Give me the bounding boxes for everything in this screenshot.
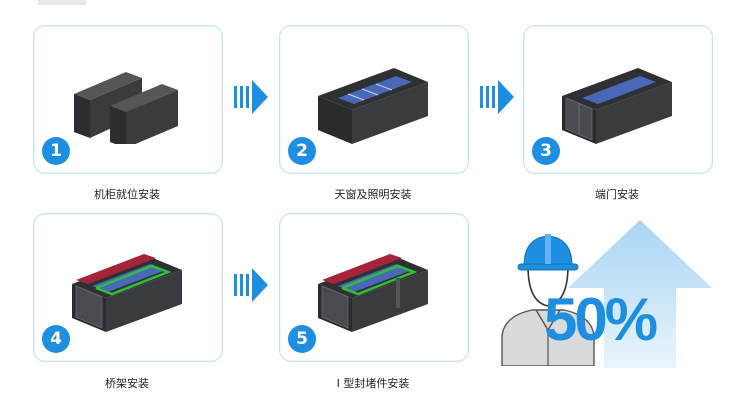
step-card-1: 1 <box>33 25 223 174</box>
step-label: 桥架安装 <box>105 377 149 390</box>
step-card-3: 3 <box>523 25 713 174</box>
cropped-heading <box>38 0 86 5</box>
chevron-arrow-icon <box>234 80 268 114</box>
cabinet-illustration <box>318 68 428 144</box>
step-label: 天窗及照明安装 <box>334 188 412 201</box>
cabinet-illustration <box>562 68 672 144</box>
up-arrow-icon <box>568 220 712 368</box>
chevron-arrow-icon <box>480 80 514 114</box>
cabinet-illustration <box>72 254 182 332</box>
chevron-arrow-icon <box>234 268 268 302</box>
step-card-2: 2 <box>279 25 469 174</box>
step-label: I 型封堵件安装 <box>336 377 410 390</box>
step-label: 机柜就位安装 <box>94 188 160 201</box>
step-number-badge: 5 <box>288 325 316 353</box>
step-card-5: 5 <box>279 213 469 362</box>
step-number-badge: 2 <box>288 137 316 165</box>
step-label: 端门安装 <box>595 188 639 201</box>
cabinet-illustration <box>318 254 428 332</box>
cabinet-illustration <box>74 72 178 144</box>
efficiency-value: 50% <box>544 286 658 353</box>
step-number-badge: 3 <box>532 137 560 165</box>
worker-helmet-icon <box>501 234 595 366</box>
step-number-badge: 4 <box>42 325 70 353</box>
step-number-badge: 1 <box>42 137 70 165</box>
step-card-4: 4 <box>33 213 223 362</box>
